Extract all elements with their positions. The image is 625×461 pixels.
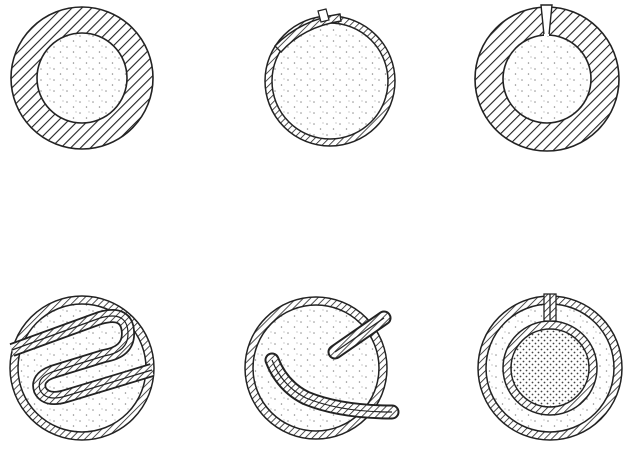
- profile-s-fold-section: [10, 296, 154, 440]
- profile-concentric-core-section: [478, 294, 622, 440]
- profile-thin-wall-overlap-seam: [265, 9, 395, 146]
- profile-thick-wall-solid-ring: [11, 7, 153, 149]
- profile-thick-wall-split-ring: [475, 5, 619, 151]
- profile-inward-tuck-section: [245, 297, 392, 439]
